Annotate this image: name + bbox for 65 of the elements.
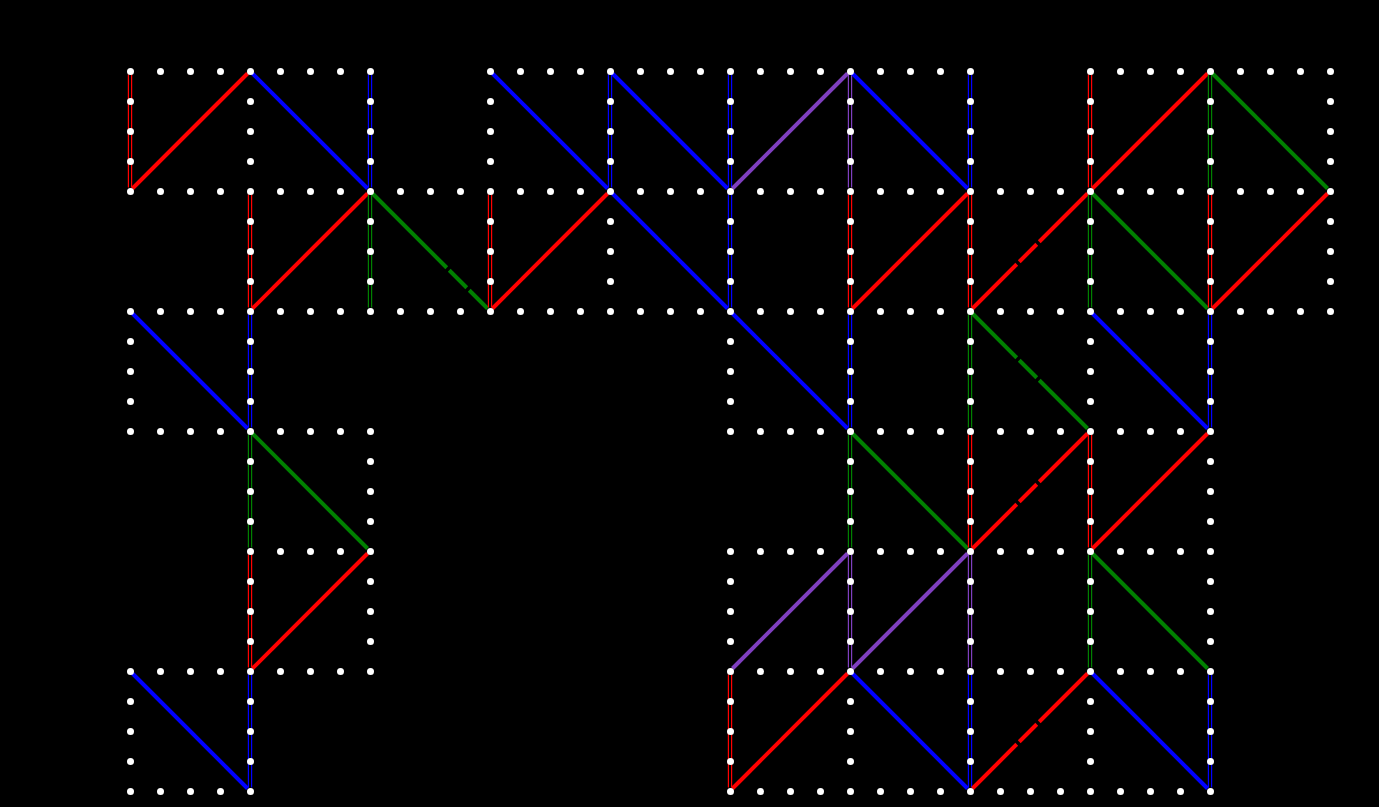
diagonal-line (251, 192, 369, 310)
diagonal-line (491, 192, 609, 310)
diagonal-line (971, 672, 1089, 790)
double-line (847, 73, 853, 189)
diagonal-line (851, 72, 969, 190)
diagonal-line (251, 552, 369, 670)
double-line (967, 553, 973, 669)
double-line (367, 193, 373, 309)
diagonal-line (1091, 432, 1209, 550)
double-line (1087, 433, 1093, 549)
double-line (1087, 193, 1093, 309)
double-line (847, 193, 853, 309)
diagonal-line (131, 72, 249, 190)
double-line (1207, 73, 1213, 189)
double-line (1087, 553, 1093, 669)
double-line (247, 193, 253, 309)
diagonal-line (851, 432, 969, 550)
diagonal-line (971, 312, 1089, 430)
double-line (607, 73, 613, 189)
diagonal-line (1211, 192, 1329, 310)
double-line (847, 433, 853, 549)
double-line (367, 73, 373, 189)
diagonal-line (1091, 192, 1209, 310)
diagonal-line (731, 72, 849, 190)
diagonal-line (611, 192, 729, 310)
double-line (1207, 193, 1213, 309)
diagonal-line (251, 432, 369, 550)
double-line (967, 73, 973, 189)
double-line (967, 313, 973, 429)
diagonal-line (1091, 672, 1209, 790)
diagonal-line (971, 432, 1089, 550)
double-line (727, 673, 733, 789)
double-line (1207, 673, 1213, 789)
double-line (967, 193, 973, 309)
diagonal-line (1091, 312, 1209, 430)
diagonal-line (251, 72, 369, 190)
double-line (847, 553, 853, 669)
double-line (127, 73, 133, 189)
diagonal-line (491, 72, 609, 190)
diagonal-line (731, 312, 849, 430)
double-line (487, 193, 493, 309)
diagonal-line (1211, 72, 1329, 190)
double-line (247, 433, 253, 549)
double-line (247, 673, 253, 789)
diagonal-line (731, 552, 849, 670)
diagonal-line (971, 192, 1089, 310)
double-line (247, 553, 253, 669)
diagonal-line (371, 192, 489, 310)
double-line (847, 313, 853, 429)
diagonal-line (851, 552, 969, 670)
diagonal-line (131, 312, 249, 430)
double-line (1087, 73, 1093, 189)
diagonal-line (731, 672, 849, 790)
diagonal-line (851, 192, 969, 310)
diagonal-line (1091, 552, 1209, 670)
double-line (727, 193, 733, 309)
diagonal-line (1091, 72, 1209, 190)
diagonal-line (611, 72, 729, 190)
double-line (247, 313, 253, 429)
diagonal-line (131, 672, 249, 790)
double-line (967, 433, 973, 549)
double-line (967, 673, 973, 789)
diagonal-line (851, 672, 969, 790)
double-line (1207, 313, 1213, 429)
double-line (727, 73, 733, 189)
